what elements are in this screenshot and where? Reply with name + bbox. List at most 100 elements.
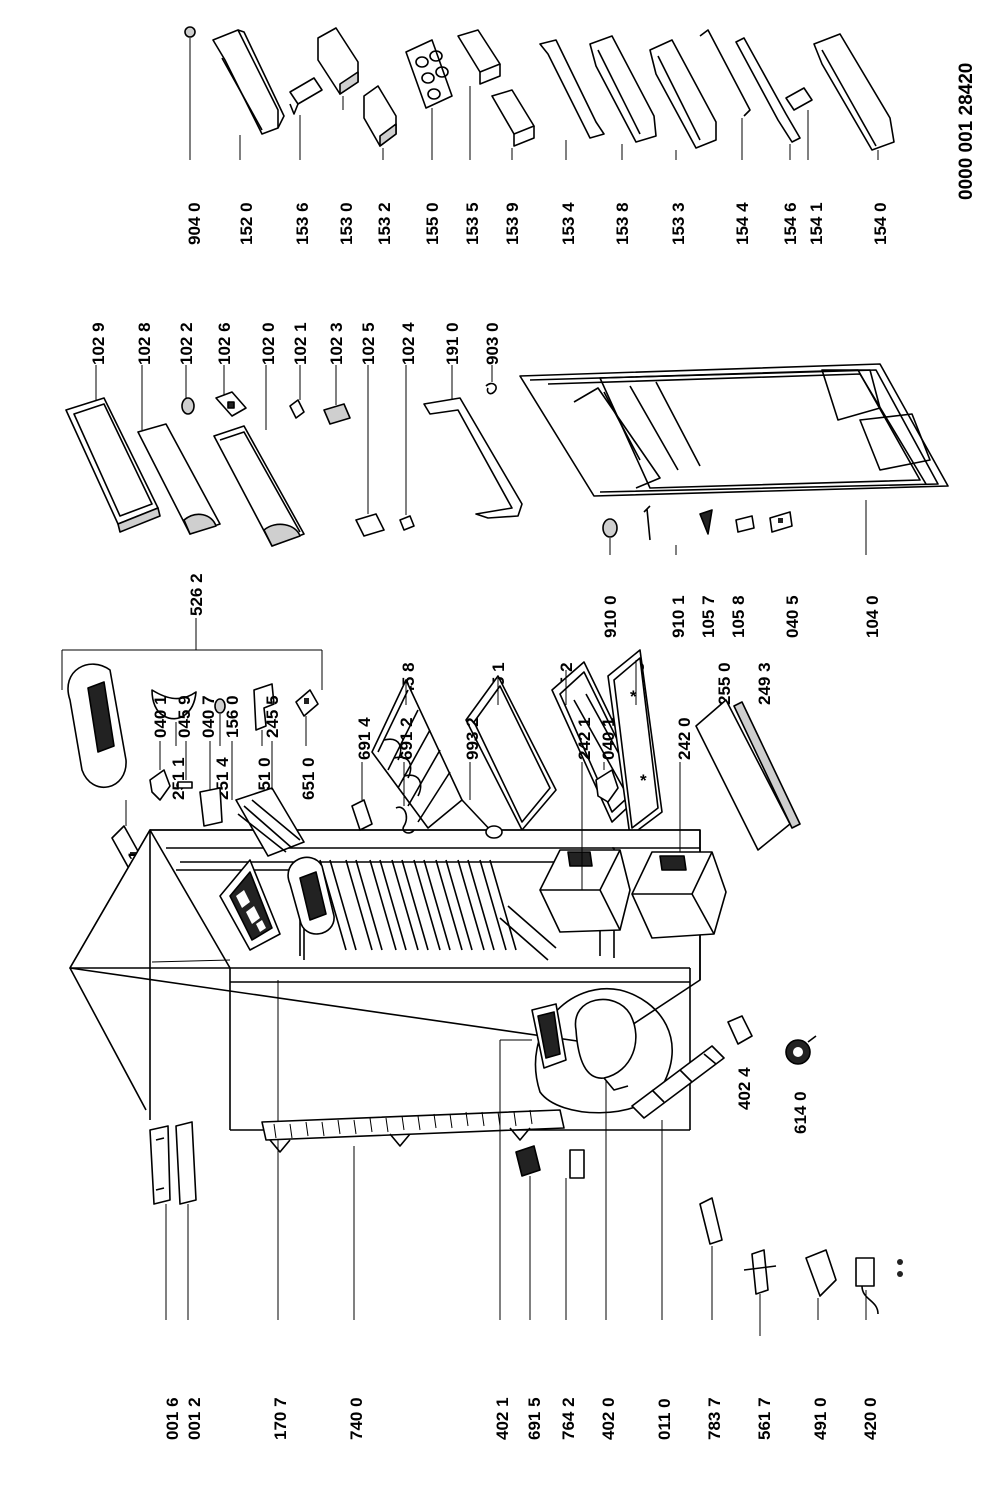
document-number: 0000 001 28420 bbox=[956, 63, 977, 200]
part-249-3 bbox=[733, 701, 801, 829]
part-993-2 bbox=[461, 799, 503, 839]
part-102-3 bbox=[323, 403, 351, 425]
part-153-5 bbox=[457, 29, 501, 85]
part-153-3 bbox=[649, 39, 717, 149]
label-993-2: 993 2 bbox=[463, 717, 482, 760]
label-105-8: 105 8 bbox=[729, 595, 748, 638]
part-191-0 bbox=[423, 397, 523, 519]
cabinet-side-parts: 040 1 045 9 040 7 156 0 245 5 691 4 691 … bbox=[149, 695, 694, 890]
label-102-4: 102 4 bbox=[399, 322, 418, 365]
part-040-5 bbox=[769, 511, 793, 533]
part-904-0 bbox=[184, 26, 196, 38]
part-614-0 bbox=[785, 1035, 817, 1065]
label-691-4: 691 4 bbox=[355, 717, 374, 760]
part-155-0 bbox=[405, 39, 453, 109]
part-045-9 bbox=[177, 781, 193, 789]
cabinet: 003 1 bbox=[69, 800, 727, 1131]
label-402-1: 402 1 bbox=[493, 1397, 512, 1440]
part-102-0 bbox=[213, 425, 305, 547]
label-245-5: 245 5 bbox=[263, 695, 282, 738]
part-740-0 bbox=[261, 1109, 565, 1153]
label-102-6: 102 6 bbox=[215, 322, 234, 365]
label-153-6: 153 6 bbox=[293, 202, 312, 245]
part-526-2-tray bbox=[67, 663, 127, 789]
part-105-7 bbox=[699, 509, 713, 535]
part-242-1 bbox=[539, 849, 631, 933]
label-783-7: 783 7 bbox=[705, 1397, 724, 1440]
shelves-group: 245 8 255 1 255 2 910 0 255 3 910 1 105 … bbox=[371, 595, 882, 851]
part-102-5 bbox=[355, 513, 385, 537]
label-011-0: 011 0 bbox=[655, 1398, 674, 1440]
label-102-9: 102 9 bbox=[89, 322, 108, 365]
part-491-0 bbox=[805, 1249, 837, 1297]
label-903-0: 903 0 bbox=[483, 322, 502, 365]
part-153-4 bbox=[539, 39, 605, 139]
label-420-0: 420 0 bbox=[861, 1397, 880, 1440]
label-154-0: 154 0 bbox=[871, 202, 890, 245]
part-245-8 bbox=[371, 679, 463, 829]
part-691-5 bbox=[515, 1145, 541, 1177]
part-102-6 bbox=[215, 391, 247, 417]
label-153-0: 153 0 bbox=[337, 202, 356, 245]
part-691-2 bbox=[395, 806, 415, 834]
label-154-6: 154 6 bbox=[781, 202, 800, 245]
label-251-1: 251 1 bbox=[169, 757, 188, 800]
label-910-1: 910 1 bbox=[669, 595, 688, 638]
part-040-7 bbox=[199, 787, 223, 827]
compressor-detail bbox=[531, 987, 673, 1114]
label-154-1: 154 1 bbox=[807, 202, 826, 245]
accessory-kit-526-2: 526 2 251 1 251 4 251 0 651 0 bbox=[61, 573, 323, 800]
part-102-2 bbox=[181, 397, 195, 415]
part-156-0 bbox=[219, 859, 281, 951]
part-153-0 bbox=[317, 27, 359, 95]
svg-text:*: * bbox=[630, 687, 637, 706]
label-526-2: 526 2 bbox=[187, 573, 206, 616]
part-105-8 bbox=[735, 515, 755, 533]
label-154-4: 154 4 bbox=[733, 202, 752, 245]
part-153-8 bbox=[589, 35, 657, 143]
label-402-0: 402 0 bbox=[599, 1397, 618, 1440]
part-691-4 bbox=[351, 799, 373, 831]
part-251-1 bbox=[151, 689, 197, 720]
label-691-5: 691 5 bbox=[525, 1397, 544, 1440]
part-102-8 bbox=[137, 423, 221, 535]
part-910-1 bbox=[643, 505, 651, 541]
label-153-4: 153 4 bbox=[559, 202, 578, 245]
part-001-6 bbox=[149, 1125, 171, 1205]
label-105-7: 105 7 bbox=[699, 595, 718, 638]
part-154-1 bbox=[785, 87, 813, 111]
label-153-2: 153 2 bbox=[375, 202, 394, 245]
part-251-4 bbox=[214, 698, 226, 714]
part-011-0 bbox=[631, 1045, 725, 1119]
part-cabinet-tray bbox=[287, 856, 335, 935]
part-040-1-upper bbox=[149, 769, 171, 801]
label-255-0: 255 0 bbox=[715, 662, 734, 705]
label-740-0: 740 0 bbox=[347, 1397, 366, 1440]
label-001-2: 001 2 bbox=[185, 1397, 204, 1440]
label-691-2: 691 2 bbox=[397, 717, 416, 760]
part-001-2 bbox=[175, 1121, 197, 1205]
label-155-0: 155 0 bbox=[423, 202, 442, 245]
part-102-1 bbox=[289, 399, 305, 419]
top-labels: 904 0 152 0 153 6 153 0 153 2 155 0 153 … bbox=[185, 63, 977, 245]
label-152-0: 152 0 bbox=[237, 202, 256, 245]
door-hardware bbox=[602, 505, 793, 555]
label-153-5: 153 5 bbox=[463, 202, 482, 245]
part-420-0 bbox=[855, 1257, 903, 1315]
part-783-7 bbox=[699, 1197, 723, 1245]
label-153-3: 153 3 bbox=[669, 202, 688, 245]
part-402-4 bbox=[727, 1015, 753, 1045]
label-102-1: 102 1 bbox=[291, 322, 310, 365]
part-764-2 bbox=[569, 1149, 585, 1179]
label-102-0: 102 0 bbox=[259, 322, 278, 365]
part-561-7 bbox=[743, 1249, 777, 1295]
label-045-9: 045 9 bbox=[175, 695, 194, 738]
label-040-7: 040 7 bbox=[199, 695, 218, 738]
label-102-5: 102 5 bbox=[359, 322, 378, 365]
label-561-7: 561 7 bbox=[755, 1397, 774, 1440]
part-251-0 bbox=[253, 683, 275, 731]
label-191-0: 191 0 bbox=[443, 322, 462, 365]
label-040-5: 040 5 bbox=[783, 595, 802, 638]
